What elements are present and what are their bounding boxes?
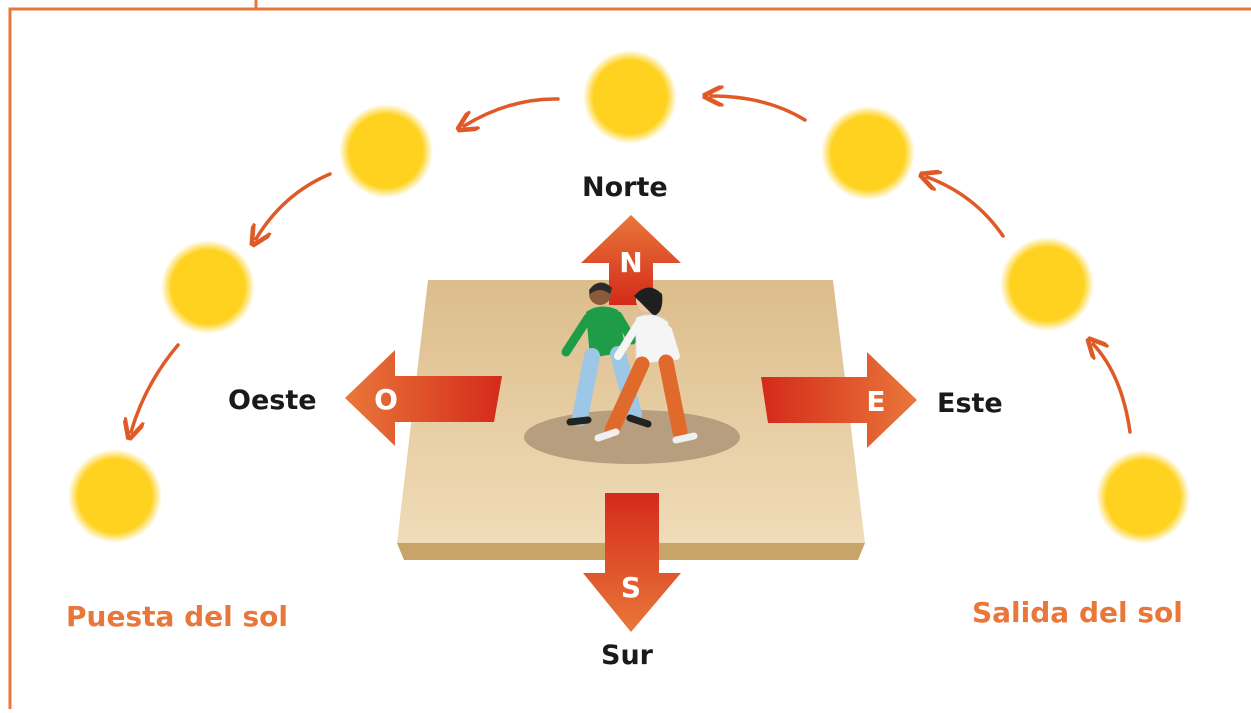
path-arrow xyxy=(1093,344,1132,434)
path-arrow xyxy=(131,343,180,432)
sun-icon xyxy=(1000,237,1094,331)
sunrise-label: Salida del sol xyxy=(972,596,1183,629)
north-label: Norte xyxy=(582,172,668,203)
west-letter: O xyxy=(374,383,398,416)
sunset-label: Puesta del sol xyxy=(66,600,289,633)
east-arrow: E xyxy=(761,352,917,448)
path-arrow xyxy=(711,96,807,122)
east-label: Este xyxy=(937,388,1003,419)
sun-icon xyxy=(1096,450,1190,544)
west-arrow: O xyxy=(345,350,502,446)
sun-icon xyxy=(339,104,433,198)
sun-icon xyxy=(583,50,677,144)
path-arrow xyxy=(927,177,1005,238)
walking-people-illustration xyxy=(561,282,698,444)
north-arrow: N xyxy=(581,215,681,305)
north-letter: N xyxy=(619,246,642,279)
sun-icon xyxy=(821,106,915,200)
south-arrow: S xyxy=(583,493,681,632)
west-label: Oeste xyxy=(228,385,317,416)
south-letter: S xyxy=(621,571,641,604)
woman-figure xyxy=(594,287,698,444)
sun-path xyxy=(68,50,1190,544)
frame xyxy=(8,0,1251,709)
south-label: Sur xyxy=(601,640,653,671)
path-arrow xyxy=(256,172,332,239)
sun-icon xyxy=(68,449,162,543)
sun-path-arrows xyxy=(131,96,1132,434)
sun-icon xyxy=(161,240,255,334)
east-letter: E xyxy=(866,385,885,418)
path-arrow xyxy=(464,97,560,126)
